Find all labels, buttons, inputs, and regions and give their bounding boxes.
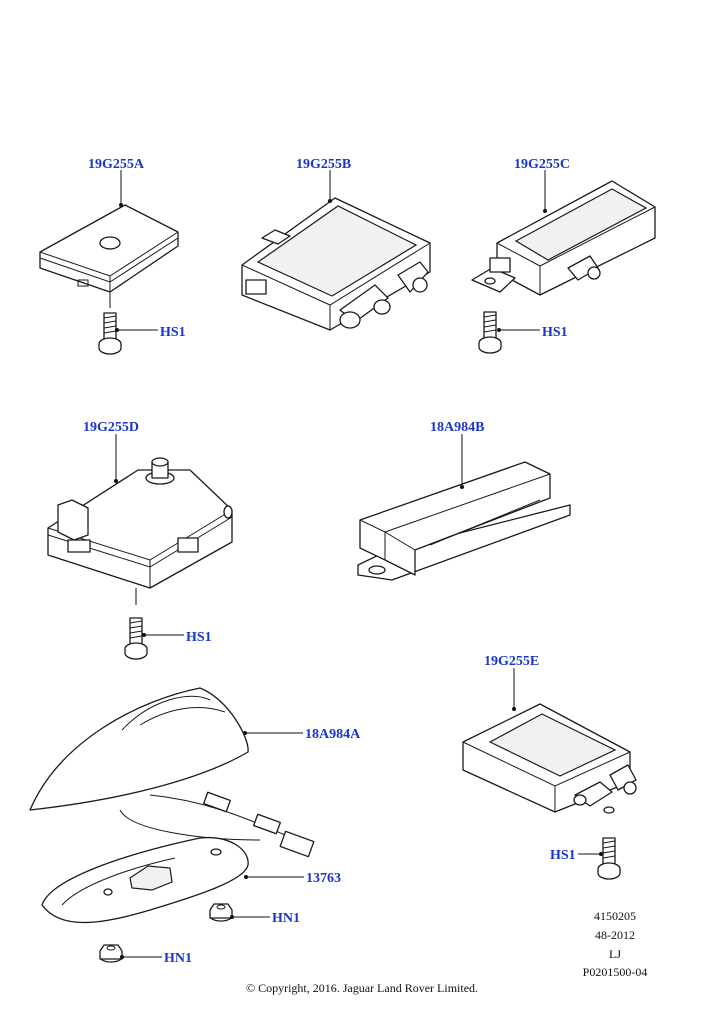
bracket-18a984b [357,461,571,581]
callout-hs1-d: HS1 [186,630,212,645]
reference-line-4: P0201500-04 [582,965,648,979]
reference-line-1: 4150205 [594,909,636,923]
module-19g255a [39,204,179,293]
copyright-notice: © Copyright, 2016. Jaguar Land Rover Lim… [245,981,479,995]
callout-18a984b: 18A984B [430,420,484,435]
callout-13763: 13763 [306,871,341,886]
module-19g255d [47,457,233,589]
antenna-18a984a [29,687,315,858]
callout-hs1-c: HS1 [542,325,568,340]
callout-hn1-left: HN1 [164,951,192,966]
module-19g255c [471,180,656,296]
callout-hn1-right: HN1 [272,911,300,926]
reference-line-2: 48-2012 [595,928,635,942]
screw-19g255c [478,311,502,354]
nut-hn1-right [209,903,233,922]
callout-19g255d: 19G255D [83,420,139,435]
screw-19g255e [597,806,621,880]
reference-line-3: LJ [609,947,621,961]
callout-19g255a: 19G255A [88,157,145,172]
screw-19g255a [98,292,122,355]
callout-19g255e: 19G255E [484,654,539,669]
module-19g255b [241,197,431,331]
nut-hn1-left [99,944,123,963]
gasket-13763 [41,836,249,924]
callout-19g255c: 19G255C [514,157,570,172]
callout-18a984a: 18A984A [305,727,361,742]
callout-hs1-e: HS1 [550,848,576,863]
screw-19g255d [124,588,148,660]
module-19g255e [462,703,637,813]
callout-hs1-a: HS1 [160,325,186,340]
callout-19g255b: 19G255B [296,157,351,172]
